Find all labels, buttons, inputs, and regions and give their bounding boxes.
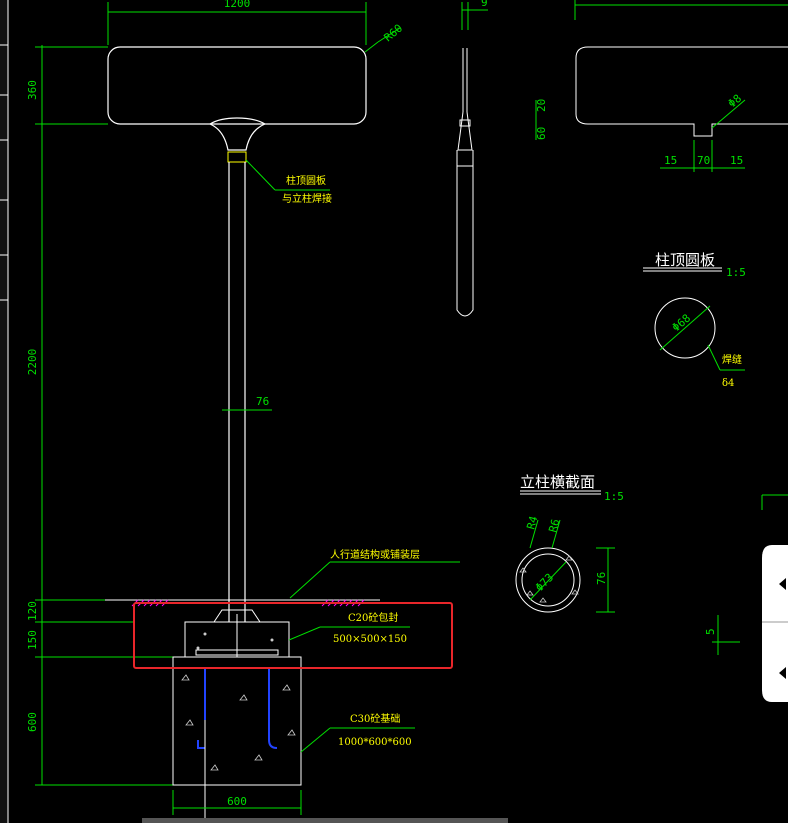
corner-radius-label: R60 xyxy=(382,22,406,45)
c20-line2: 500×500×150 xyxy=(333,634,407,645)
highlight-box xyxy=(133,602,453,669)
c20-encasement xyxy=(184,609,290,658)
side-thickness-label: 9 xyxy=(481,0,488,9)
pole-cap-plate xyxy=(227,151,247,163)
right-nav-tabs[interactable] xyxy=(762,545,788,702)
c20-annotation: C20砼包封 500×500×150 xyxy=(288,611,410,645)
pole xyxy=(228,162,246,622)
pole-diameter-dimension: 76 xyxy=(222,395,272,411)
pole-section-title: 立柱横截面 xyxy=(520,473,595,491)
sign-height-label: 360 xyxy=(26,80,39,100)
pole-height-label: 2200 xyxy=(26,349,39,376)
cap-diameter-label: Φ68 xyxy=(670,312,694,335)
c30-line1: C30砼基础 xyxy=(350,712,400,725)
c30-footing xyxy=(172,656,302,823)
pole-section-scale: 1:5 xyxy=(604,490,624,503)
c20-line1: C20砼包封 xyxy=(348,611,398,624)
footing-width-dimension: 600 xyxy=(172,790,302,815)
base-upper-label: 150 xyxy=(26,630,39,650)
right-partial-detail: 5 xyxy=(704,494,788,655)
section-diameter-label: Φ73 xyxy=(533,571,556,594)
footing-width-label: 600 xyxy=(227,795,247,808)
side-view: 9 xyxy=(456,0,488,317)
sign-width-label: 1200 xyxy=(224,0,251,10)
pole-cap-annotation: 柱顶圆板 与立柱焊接 xyxy=(245,159,332,205)
cap-plate-title: 柱顶圆板 xyxy=(655,251,715,269)
sign-width-dimension: 1200 xyxy=(107,0,367,45)
pole-section-detail: 立柱横截面 1:5 R4 R6 Φ73 76 xyxy=(515,473,624,613)
pole-diameter-label: 76 xyxy=(256,395,269,408)
pole-cap-flare xyxy=(208,117,267,151)
cap-plate-detail: 柱顶圆板 1:5 Φ68 焊缝 δ4 xyxy=(643,251,746,389)
right-small-label: 5 xyxy=(704,628,717,635)
horizontal-scrollbar[interactable] xyxy=(142,818,508,823)
sign-detail: 1200 20 60 Φ8 15 70 15 xyxy=(535,0,788,172)
base-lower-label: 120 xyxy=(26,601,39,621)
corner-radius-callout: R60 xyxy=(364,22,406,53)
section-r4-label: R4 xyxy=(524,514,540,531)
right-nav-panel xyxy=(762,545,788,702)
section-r6-label: R6 xyxy=(546,518,562,534)
sign-panel xyxy=(107,46,367,125)
pavement-label: 人行道结构或铺装层 xyxy=(330,548,420,561)
detail-left-label: 15 xyxy=(664,154,677,167)
weld-line1: 焊缝 xyxy=(722,353,742,366)
pole-cap-line2: 与立柱焊接 xyxy=(282,192,332,205)
footing-height-label: 600 xyxy=(26,712,39,732)
detail-slot-height-label: 60 xyxy=(535,127,548,140)
weld-line2: δ4 xyxy=(722,378,734,389)
left-toolbar-strip[interactable] xyxy=(0,0,9,823)
detail-width-label: 1200 xyxy=(703,0,730,3)
pole-cap-line1: 柱顶圆板 xyxy=(286,174,326,187)
detail-slot-depth-label: 20 xyxy=(535,99,548,112)
detail-hole-label: Φ8 xyxy=(726,92,745,110)
detail-mid-label: 70 xyxy=(697,154,710,167)
nav-prev-icon xyxy=(779,578,786,590)
detail-right-label: 15 xyxy=(730,154,743,167)
section-height-label: 76 xyxy=(595,572,608,585)
c30-line2: 1000*600*600 xyxy=(338,737,412,748)
c30-annotation: C30砼基础 1000*600*600 xyxy=(300,712,415,753)
nav-next-icon xyxy=(779,667,786,679)
cap-plate-scale: 1:5 xyxy=(726,266,746,279)
vertical-dimension-chain: 360 2200 120 150 600 xyxy=(26,45,175,786)
pavement-annotation: 人行道结构或铺装层 xyxy=(289,548,460,599)
